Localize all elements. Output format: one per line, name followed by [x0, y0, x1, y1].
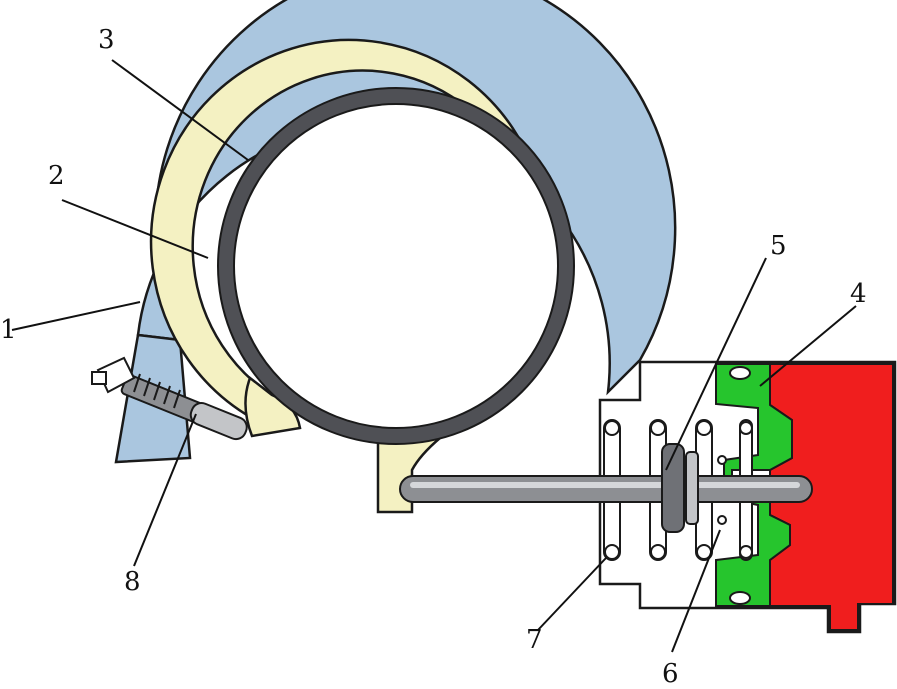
seal-top	[729, 366, 751, 380]
drum-outer-edge	[217, 87, 575, 445]
label-4: 4	[850, 279, 867, 309]
label-5: 5	[770, 231, 787, 261]
rod-washer	[685, 451, 699, 525]
label-7: 7	[526, 625, 543, 655]
adjusting-screw	[91, 356, 248, 441]
label-3: 3	[98, 25, 115, 55]
leader-lines	[11, 59, 857, 653]
push-rod-highlight	[410, 482, 800, 488]
label-2: 2	[48, 161, 65, 191]
seal-bottom	[729, 591, 751, 605]
label-8: 8	[124, 567, 141, 597]
push-rod	[399, 475, 813, 503]
label-6: 6	[662, 659, 679, 689]
label-1: 1	[0, 315, 17, 345]
drum	[218, 88, 574, 444]
drum-inner-edge	[233, 103, 559, 429]
